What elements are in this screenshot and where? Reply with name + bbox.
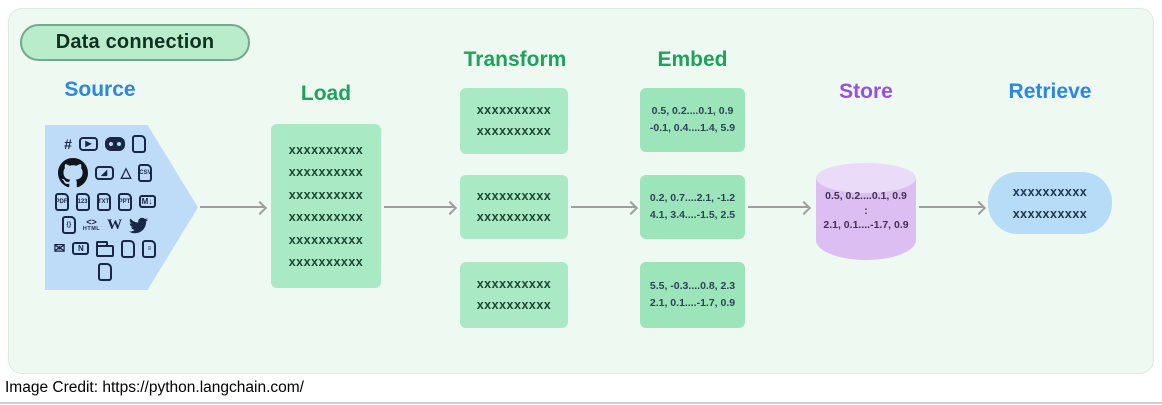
image-credit: Image Credit: https://python.langchain.c… [5,379,304,396]
file-icon [121,239,136,258]
notion-icon: N [72,242,90,255]
txt-file-icon: TXT [96,192,111,211]
embed-vector: 0.2, 0.7....2.1, -1.2 [649,192,736,204]
google-drive-icon: △ [120,164,132,180]
youtube-icon: ▶ [78,136,98,151]
source-icon-cloud: # ▶ ◢ △ CSV PDF 123 TXT PPT M↓ {} <>HTML W ✉ N ≡ [53,134,157,281]
transform-box: xxxxxxxxxx xxxxxxxxxx [460,262,568,328]
load-line: xxxxxxxxxx [288,232,364,247]
store-line: : [864,204,868,217]
embed-box: 5.5, -0.3....0.8, 2.3 2.1, 0.1....-1.7, … [640,262,745,328]
transform-line: xxxxxxxxxx [476,189,552,203]
transform-title: Transform [463,48,567,71]
load-line: xxxxxxxxxx [288,165,364,179]
flow-arrow-load-transform [384,206,454,208]
load-box: xxxxxxxxxx xxxxxxxxxx xxxxxxxxxx xxxxxxx… [271,124,381,288]
retrieve-title: Retrieve [1008,80,1092,103]
load-line: xxxxxxxxxx [288,142,364,157]
twitter-icon [129,216,149,235]
file-icon [131,134,146,153]
mail-icon: ✉ [53,240,66,256]
transform-line: xxxxxxxxxx [476,277,552,291]
embed-box: 0.2, 0.7....2.1, -1.2 4.1, 3.4....-1.5, … [640,175,745,239]
flow-arrow-embed-store [748,206,808,208]
flow-arrow-store-retrieve [919,206,983,208]
markdown-icon: M↓ [138,195,156,208]
folder-icon [96,240,115,257]
slack-icon: # [64,135,72,152]
store-line: 0.5, 0.2....0.1, 0.9 [825,190,907,202]
embed-title: Embed [657,48,728,71]
image-file-icon: ◢ [94,165,114,180]
transform-line: xxxxxxxxxx [476,124,552,138]
file-icon [98,262,112,281]
flow-arrow-transform-embed [571,206,635,208]
load-line: xxxxxxxxxx [288,187,364,202]
embed-vector: 0.5, 0.2....0.1, 0.9 [651,105,734,117]
file-lines-icon: ≡ [142,239,157,258]
load-line: xxxxxxxxxx [288,210,364,224]
spreadsheet-file-icon: 123 [75,192,90,211]
store-title: Store [839,80,893,103]
store-vectors: 0.5, 0.2....0.1, 0.9 : 2.1, 0.1....-1.7,… [816,189,916,233]
embed-box: 0.5, 0.2....0.1, 0.9 -0.1, 0.4....1.4, 5… [640,88,745,152]
load-line: xxxxxxxxxx [288,255,364,269]
bottom-divider [0,402,1162,404]
diagram-panel [8,8,1154,374]
transform-line: xxxxxxxxxx [476,103,552,117]
embed-vector: -0.1, 0.4....1.4, 5.9 [649,122,736,134]
data-connection-badge: Data connection [20,24,250,61]
transform-line: xxxxxxxxxx [476,210,552,224]
transform-box: xxxxxxxxxx xxxxxxxxxx [460,88,568,154]
discord-icon [104,136,125,151]
csv-file-icon: CSV [138,163,153,182]
retrieve-line: xxxxxxxxxx [1012,185,1088,199]
embed-vector: 5.5, -0.3....0.8, 2.3 [649,280,736,292]
html-icon: <>HTML [82,216,101,232]
retrieve-line: xxxxxxxxxx [1012,207,1088,221]
embed-vector: 4.1, 3.4....-1.5, 2.5 [649,209,736,221]
store-line: 2.1, 0.1....-1.7, 0.9 [823,219,909,231]
github-icon [57,157,88,188]
retrieve-box: xxxxxxxxxx xxxxxxxxxx [988,172,1112,234]
source-title: Source [64,78,136,101]
embed-vector: 2.1, 0.1....-1.7, 0.9 [649,297,736,309]
wikipedia-icon: W [107,216,123,233]
flow-arrow-source-load [200,206,264,208]
load-title: Load [300,82,352,105]
store-cylinder-top [816,163,916,193]
transform-line: xxxxxxxxxx [476,298,552,312]
code-file-icon: {} [61,216,76,234]
pdf-file-icon: PDF [54,192,69,211]
transform-box: xxxxxxxxxx xxxxxxxxxx [460,175,568,239]
ppt-file-icon: PPT [117,192,132,211]
